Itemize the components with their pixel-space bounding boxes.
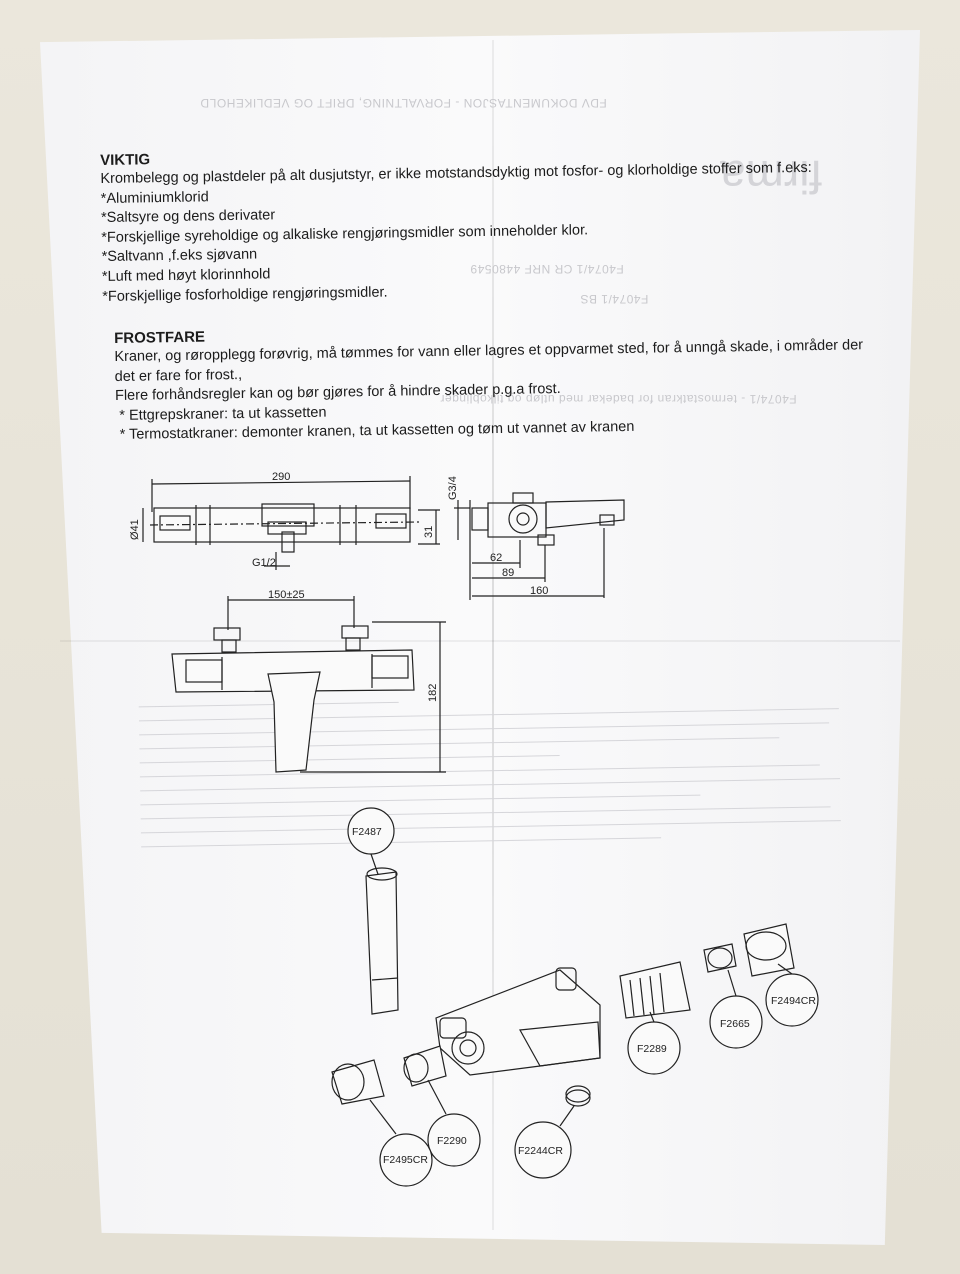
part-label-f2665: F2665 [720, 1018, 750, 1030]
part-label-f2495cr: F2495CR [383, 1154, 428, 1166]
dim-label-150: 150±25 [268, 589, 305, 601]
dim-label-dia41: Ø41 [129, 519, 141, 540]
part-label-f2290: F2290 [437, 1135, 467, 1147]
dim-label-89: 89 [502, 567, 514, 579]
dim-label-290: 290 [272, 471, 290, 483]
dim-label-g34: G3/4 [447, 476, 459, 500]
part-label-f2494cr: F2494CR [771, 995, 816, 1007]
dim-label-62: 62 [490, 552, 502, 564]
dim-label-31: 31 [423, 526, 435, 538]
fold-crease-vertical [492, 40, 494, 1230]
dim-label-182: 182 [427, 684, 439, 702]
fold-crease-horizontal [60, 640, 900, 642]
part-label-f2244cr: F2244CR [518, 1145, 563, 1157]
dim-label-g12: G1/2 [252, 557, 276, 569]
dim-label-160: 160 [530, 585, 548, 597]
part-label-f2487: F2487 [352, 826, 382, 838]
part-label-f2289: F2289 [637, 1043, 667, 1055]
